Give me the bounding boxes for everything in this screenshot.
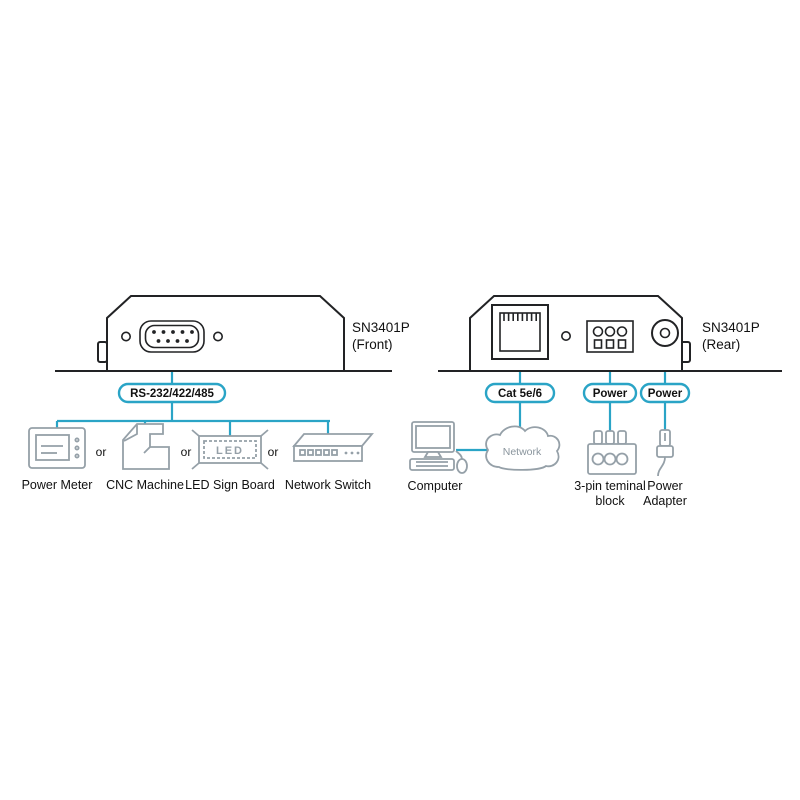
front-connection-lines bbox=[55, 371, 330, 437]
terminal-block-label-line2: block bbox=[595, 494, 625, 508]
network-cloud-icon: Network bbox=[485, 425, 561, 471]
front-device bbox=[55, 295, 392, 372]
network-switch-icon bbox=[292, 433, 374, 462]
front-title-side: (Front) bbox=[352, 337, 393, 352]
power-meter-label: Power Meter bbox=[22, 478, 93, 492]
power-adapter-label-line2: Adapter bbox=[643, 494, 687, 508]
cnc-machine-label: CNC Machine bbox=[106, 478, 184, 492]
power-terminal-pill: Power bbox=[582, 382, 638, 404]
computer-label: Computer bbox=[408, 479, 463, 493]
or-text-2: or bbox=[181, 445, 192, 459]
power-adapter-pill-label: Power bbox=[648, 388, 683, 400]
led-sign-board-label: LED Sign Board bbox=[185, 478, 275, 492]
front-title-model: SN3401P bbox=[352, 320, 410, 335]
power-meter-icon bbox=[28, 427, 86, 469]
network-cloud-label: Network bbox=[503, 446, 542, 458]
power-adapter-pill: Power bbox=[639, 382, 691, 404]
or-text-3: or bbox=[268, 445, 279, 459]
terminal-power-port-icon bbox=[586, 320, 634, 353]
dc-jack-icon bbox=[651, 319, 679, 347]
db9-serial-port-icon bbox=[121, 320, 224, 353]
power-adapter-plug-icon bbox=[656, 429, 674, 477]
power-adapter-label-line1: Power bbox=[647, 479, 682, 493]
rs232-bus-pill: RS-232/422/485 bbox=[117, 382, 227, 404]
rs232-bus-label: RS-232/422/485 bbox=[130, 388, 214, 400]
rear-device bbox=[438, 295, 782, 372]
cnc-machine-icon bbox=[122, 423, 170, 470]
power-terminal-pill-label: Power bbox=[593, 388, 628, 400]
terminal-block-icon bbox=[587, 430, 637, 475]
rj45-lan-port-icon bbox=[491, 304, 549, 360]
rear-title-model: SN3401P bbox=[702, 320, 760, 335]
cat5e-pill: Cat 5e/6 bbox=[484, 382, 556, 404]
network-switch-label: Network Switch bbox=[285, 478, 371, 492]
led-sign-board-icon: LED bbox=[191, 429, 269, 470]
cat5e-label: Cat 5e/6 bbox=[498, 388, 542, 400]
rear-title-side: (Rear) bbox=[702, 337, 740, 352]
computer-icon bbox=[409, 421, 468, 474]
terminal-block-label-line1: 3-pin teminal bbox=[574, 479, 646, 493]
or-text-1: or bbox=[96, 445, 107, 459]
status-led-icon bbox=[560, 330, 571, 341]
led-sign-text: LED bbox=[216, 445, 244, 457]
front-mount-tab bbox=[97, 341, 108, 363]
